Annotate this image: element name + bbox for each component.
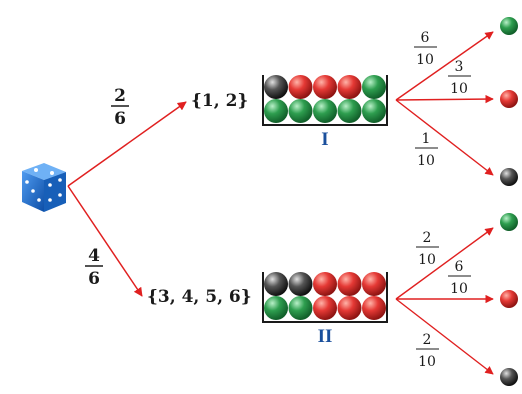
probability-lower-denominator: 6 xyxy=(88,269,100,289)
green-ball-icon xyxy=(288,99,313,123)
green-ball-icon xyxy=(337,99,362,123)
red-ball-icon xyxy=(288,75,313,99)
red-ball-icon xyxy=(313,272,337,296)
urn-I-prob-black: 1 10 xyxy=(415,131,438,169)
red-ball-icon xyxy=(313,75,337,99)
probability-upper-denominator: 6 xyxy=(114,109,126,129)
urn-I-outcome-green-ball-icon xyxy=(500,17,518,35)
red-ball-icon xyxy=(362,272,386,296)
urn-II-prob-green: 2 10 xyxy=(416,230,439,268)
black-ball-icon xyxy=(264,272,288,296)
red-ball-icon xyxy=(337,75,362,99)
urn-II-prob-red-numerator: 6 xyxy=(455,259,464,275)
outcome-label-upper: {1, 2} xyxy=(191,91,248,111)
urn-I: I xyxy=(262,75,388,150)
urn-I-outcome-black-ball-icon xyxy=(500,168,518,186)
green-ball-icon xyxy=(264,296,288,320)
urn-II-prob-red-denominator: 10 xyxy=(450,281,468,297)
urn-I-prob-green-denominator: 10 xyxy=(416,52,434,68)
urn-I-label: I xyxy=(321,129,328,150)
urn-II-arrow-black xyxy=(395,298,494,375)
outcome-label-lower: {3, 4, 5, 6} xyxy=(147,287,252,307)
branch-arrow-lower xyxy=(67,185,143,297)
red-ball-icon xyxy=(362,296,386,320)
urn-I-prob-red: 3 10 xyxy=(448,59,471,97)
black-ball-icon xyxy=(264,75,288,99)
green-ball-icon xyxy=(362,75,386,99)
probability-upper-numerator: 2 xyxy=(114,86,126,106)
red-ball-icon xyxy=(337,272,362,296)
urn-II-outcome-green-ball-icon xyxy=(500,213,518,231)
urn-I-balls xyxy=(264,75,386,123)
green-ball-icon xyxy=(313,99,337,123)
probability-upper: 2 6 xyxy=(111,86,129,129)
probability-lower-numerator: 4 xyxy=(88,246,100,266)
urn-I-outcome-red-ball-icon xyxy=(500,90,518,108)
green-ball-icon xyxy=(264,99,288,123)
urn-I-arrow-green xyxy=(395,31,494,101)
red-ball-icon xyxy=(337,296,362,320)
probability-lower: 4 6 xyxy=(85,246,103,289)
urn-II-outcome-red-ball-icon xyxy=(500,290,518,308)
urn-I-prob-green-numerator: 6 xyxy=(421,30,430,46)
black-ball-icon xyxy=(288,272,313,296)
urn-II-outcome-black-ball-icon xyxy=(500,368,518,386)
urn-I-prob-red-numerator: 3 xyxy=(455,59,464,75)
urn-II-prob-black-numerator: 2 xyxy=(423,332,432,348)
urn-II-prob-green-numerator: 2 xyxy=(423,230,432,246)
urn-I-prob-green: 6 10 xyxy=(414,30,437,68)
urn-II-label: II xyxy=(318,326,333,347)
urn-II-prob-red: 6 10 xyxy=(448,259,471,297)
branch-arrow-upper xyxy=(67,101,187,187)
green-ball-icon xyxy=(362,99,386,123)
urn-I-prob-black-denominator: 10 xyxy=(417,153,435,169)
urn-II: II xyxy=(262,272,388,347)
urn-II-balls xyxy=(264,272,386,320)
green-ball-icon xyxy=(288,296,313,320)
red-ball-icon xyxy=(313,296,337,320)
urn-II-arrow-green xyxy=(395,227,494,300)
die-icon xyxy=(22,163,66,212)
urn-II-prob-green-denominator: 10 xyxy=(418,252,436,268)
urn-I-prob-red-denominator: 10 xyxy=(450,81,468,97)
urn-II-prob-black: 2 10 xyxy=(416,332,439,370)
urn-II-prob-black-denominator: 10 xyxy=(418,354,436,370)
urn-I-arrow-black xyxy=(395,99,494,176)
urn-I-prob-black-numerator: 1 xyxy=(422,131,431,147)
urn-I-arrow-red xyxy=(395,94,494,104)
